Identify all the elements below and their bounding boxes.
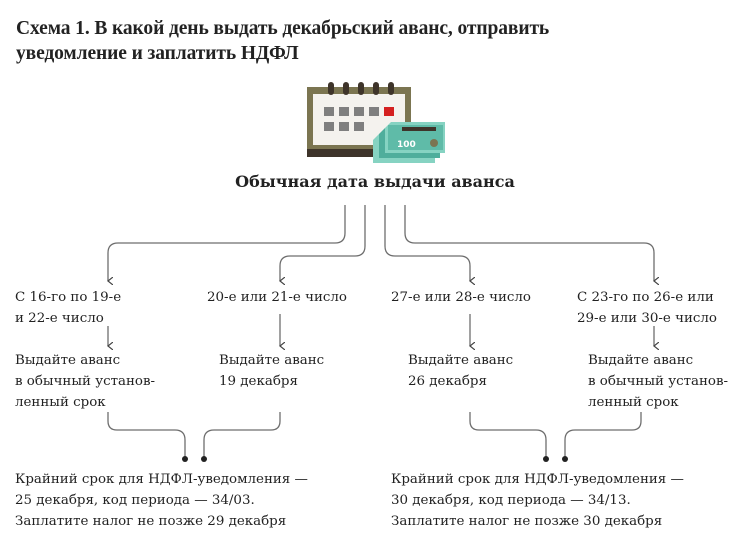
action-line: 26 декабря [408,374,487,389]
action-line: Выдайте аванс [408,353,514,368]
condition-line: 20-е или 21-е число [207,290,347,305]
action-line: ленный срок [15,395,106,410]
banknote-stripe [402,127,436,131]
diagram-title-line-2: уведомление и заплатить НДФЛ [16,43,299,64]
junction-dot [201,456,207,462]
calendar-rings [328,82,394,95]
calendar-days [324,107,379,131]
diagram-title: Схема 1. В какой день выдать декабрьский… [16,16,736,66]
action-line: Выдайте аванс [588,353,694,368]
branch-1-action: Выдайте аванс в обычный установ- ленный … [15,350,155,413]
connector-root-to-branch-2 [280,205,366,281]
connector-root-to-branch-4 [404,205,654,281]
condition-line: 27-е или 28-е число [391,290,531,305]
branch-2-action: Выдайте аванс 19 декабря [219,350,324,392]
calendar-highlight-day [384,107,394,116]
outcome-line: Заплатите налог не позже 30 декабря [391,514,663,529]
branch-4-condition: С 23-го по 26-е или 29-е или 30-е число [577,287,717,329]
condition-line: и 22-е число [15,311,104,326]
banknote-coin [430,139,438,147]
outcome-2: Крайний срок для НДФЛ-уведомления — 30 д… [391,469,684,532]
action-line: Выдайте аванс [219,353,325,368]
outcome-line: Крайний срок для НДФЛ-уведомления — [391,472,684,487]
condition-line: С 23-го по 26-е или [577,290,714,305]
banknote-label: 100 [397,140,416,150]
action-line: 19 декабря [219,374,298,389]
connector-action-1-to-outcome-1 [107,412,186,459]
outcome-1: Крайний срок для НДФЛ-уведомления — 25 д… [15,469,308,532]
connector-action-3-to-outcome-2 [469,412,547,459]
branch-3-condition: 27-е или 28-е число [391,287,531,308]
action-line: в обычный установ- [15,374,156,389]
root-node-label: Обычная дата выдачи аванса [235,172,515,191]
diagram-title-line-1: Схема 1. В какой день выдать декабрьский… [16,18,550,39]
junction-dot [543,456,549,462]
condition-line: 29-е или 30-е число [577,311,717,326]
branch-2-condition: 20-е или 21-е число [207,287,347,308]
connector-root-to-branch-1 [108,205,346,281]
branch-4-action: Выдайте аванс в обычный установ- ленный … [588,350,728,413]
outcome-line: 30 декабря, код периода — 34/13. [391,493,631,508]
calendar-base [307,149,411,157]
junction-dot [562,456,568,462]
outcome-line: Заплатите налог не позже 29 декабря [15,514,287,529]
outcome-line: Крайний срок для НДФЛ-уведомления — [15,472,308,487]
action-line: Выдайте аванс [15,353,121,368]
outcome-line: 25 декабря, код периода — 34/03. [15,493,255,508]
banknotes-icon: 100 [373,122,445,163]
connector-action-4-to-outcome-2 [564,412,642,459]
junction-dot [182,456,188,462]
connector-action-2-to-outcome-1 [203,412,281,459]
action-line: в обычный установ- [588,374,729,389]
action-line: ленный срок [588,395,679,410]
branch-1-condition: С 16-го по 19-е и 22-е число [15,287,121,329]
condition-line: С 16-го по 19-е [15,290,122,305]
connector-root-to-branch-3 [384,205,470,281]
branch-3-action: Выдайте аванс 26 декабря [408,350,513,392]
